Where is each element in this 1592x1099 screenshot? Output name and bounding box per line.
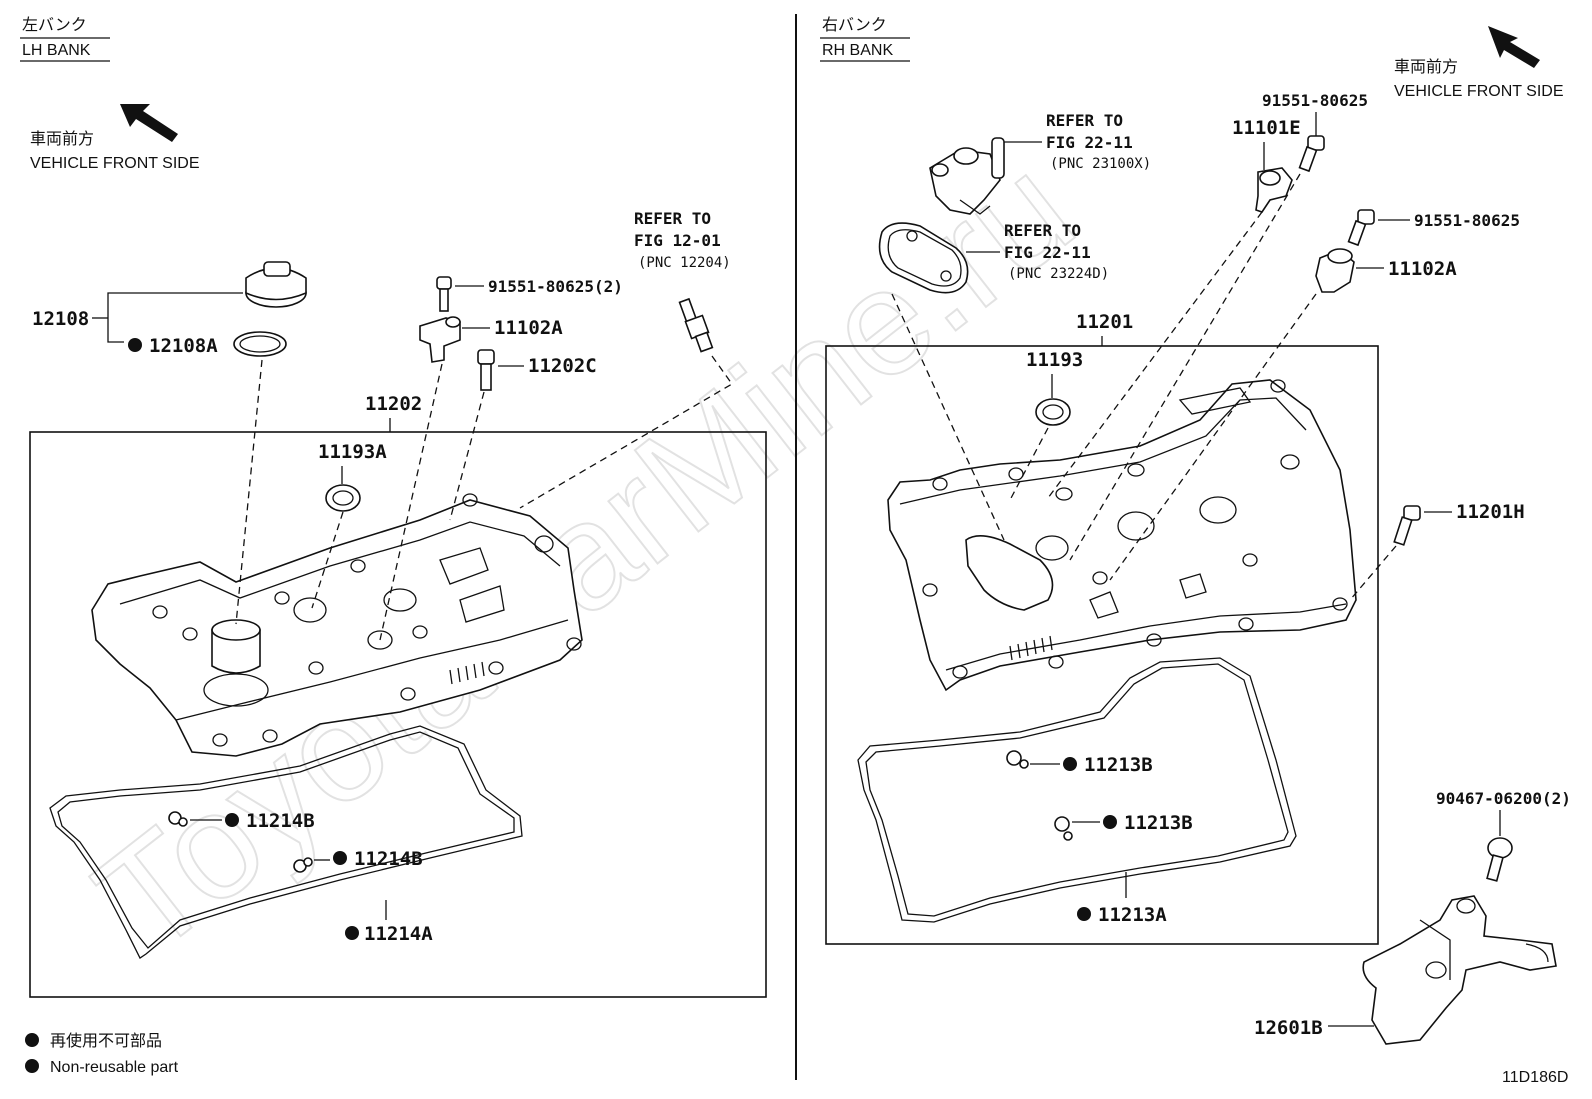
oil-cap-gasket-icon [233,331,287,357]
lh-cam-sensor-icon [419,316,461,363]
non-reusable-dot-icon [1077,907,1091,921]
non-reusable-dot-icon [128,338,142,352]
rh-label-91551-top: 91551-80625 [1262,91,1368,110]
rh-clip-icon [1006,750,1029,769]
rh-label-12601B: 12601B [1254,1017,1323,1039]
lh-label-11202C: 11202C [528,355,597,377]
lh-refer-line3: (PNC 12204) [638,255,731,271]
rh-bank-title-jp: 右バンク [822,16,887,34]
non-reusable-dot-icon [1103,815,1117,829]
lh-label-11202: 11202 [365,393,422,415]
lh-label-91551: 91551-80625(2) [488,277,623,296]
rh-label-91551-mid: 91551-80625 [1414,211,1520,230]
lh-bolt-icon [436,276,452,312]
rh-assembly-box [825,345,1379,945]
legend-en: Non-reusable part [50,1059,179,1076]
lh-label-11193A: 11193A [318,441,387,463]
rh-clip-icon [1054,816,1073,841]
non-reusable-dot-icon [25,1033,39,1047]
rh-refer1-line1: REFER TO [1046,111,1123,130]
rh-front-label-en: VEHICLE FRONT SIDE [1394,83,1564,100]
rh-stud-icon [1393,505,1421,546]
non-reusable-dot-icon [25,1059,39,1073]
rh-vsv-icon [929,137,1005,215]
rh-bracket-12601B-icon [1362,895,1557,1045]
lh-label-12108: 12108 [32,308,89,330]
rh-label-11201H: 11201H [1456,501,1525,523]
lh-front-arrow-icon [120,104,178,142]
rh-refer2-line2: FIG 22-11 [1004,243,1091,262]
non-reusable-dot-icon [225,813,239,827]
rh-refer2-line1: REFER TO [1004,221,1081,240]
lh-sensor-icon [678,297,714,353]
diagram-code: 11D186D [1502,1069,1568,1086]
lh-front-label-jp: 車両前方 [30,130,94,148]
rh-bolt-top-icon [1298,135,1325,173]
rh-label-90467: 90467-06200(2) [1436,789,1571,808]
rh-label-11201: 11201 [1076,311,1133,333]
lh-label-12108A: 12108A [149,335,218,357]
rh-bank-section: 右バンク RH BANK 車両前方 VEHICLE FRONT SIDE REF… [820,16,1571,1045]
legend: 再使用不可部品 Non-reusable part [25,1032,179,1076]
lh-stud-icon [477,349,495,391]
rh-label-11193: 11193 [1026,349,1083,371]
rh-label-11213B-1: 11213B [1084,754,1153,776]
rh-label-11213A: 11213A [1098,904,1167,926]
non-reusable-dot-icon [1063,757,1077,771]
rh-front-label-jp: 車両前方 [1394,58,1458,76]
rh-bank-title-en: RH BANK [822,42,893,59]
lh-seal-icon [325,484,361,512]
non-reusable-dot-icon [345,926,359,940]
non-reusable-dot-icon [333,851,347,865]
lh-refer-line1: REFER TO [634,209,711,228]
rh-label-11213B-2: 11213B [1124,812,1193,834]
rh-refer2-line3: (PNC 23224D) [1008,266,1109,282]
rh-seal-icon [1035,398,1071,426]
lh-gasket-icon [49,725,523,959]
lh-clip-icon [293,857,313,873]
lh-label-11214B-1: 11214B [246,810,315,832]
rh-label-11101E: 11101E [1232,117,1301,139]
lh-bank-title-en: LH BANK [22,42,91,59]
rh-front-arrow-icon [1488,26,1540,68]
rh-refer1-line2: FIG 22-11 [1046,133,1133,152]
lh-label-11214A: 11214A [364,923,433,945]
lh-label-11214B-2: 11214B [354,848,423,870]
rh-refer1-line3: (PNC 23100X) [1050,156,1151,172]
rh-label-11102A: 11102A [1388,258,1457,280]
rh-cam-sensor-icon [1315,248,1355,293]
lh-label-11102A: 11102A [494,317,563,339]
lh-front-label-en: VEHICLE FRONT SIDE [30,155,200,172]
lh-assembly-box [29,431,767,998]
lh-bank-title-jp: 左バンク [22,16,87,34]
rh-clip-bolt-icon [1486,837,1513,882]
oil-filler-cap-icon [245,261,307,308]
rh-valve-cover-icon [887,379,1357,692]
rh-bolt-mid-icon [1347,209,1375,247]
rh-sensor-11101E-icon [1255,167,1293,213]
lh-valve-cover-icon [91,493,583,757]
lh-bank-section: 左バンク LH BANK 車両前方 VEHICLE FRONT SIDE REF… [20,16,767,998]
rh-gasket-icon [857,657,1297,923]
legend-jp: 再使用不可部品 [50,1032,162,1050]
lh-clip-icon [168,811,188,827]
lh-refer-line2: FIG 12-01 [634,231,721,250]
rh-gasket-plate-icon [878,222,969,294]
